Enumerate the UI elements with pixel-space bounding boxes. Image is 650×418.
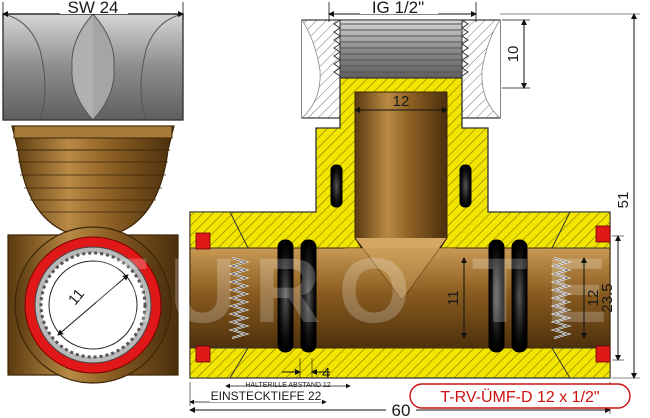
dim-11-mid-label: 11: [445, 290, 462, 306]
dimension-ig: IG 1/2": [328, 0, 477, 22]
dimension-11-mid: 11: [445, 257, 467, 339]
brass-collar: [11, 125, 175, 233]
dim-12-top-label: 12: [393, 93, 410, 110]
hex-nut: [2, 13, 184, 121]
dimension-12-right: 12: [581, 257, 602, 339]
einstecktiefe-label: EINSTECKTIEFE 22: [211, 389, 322, 403]
red-retaining-rings: [195, 225, 611, 363]
ig-label: IG 1/2": [372, 0, 424, 17]
halterille-label: HALTERILLE ABSTAND 12: [245, 382, 330, 389]
dimension-einstecktiefe: EINSTECKTIEFE 22: [189, 389, 327, 405]
dim-51-label: 51: [615, 192, 632, 209]
part-number-badge: T-RV-ÜMF-D 12 x 1/2": [409, 383, 631, 409]
body-section: [189, 77, 611, 379]
dim-12-right-label: 12: [585, 290, 602, 307]
dim-10-label: 10: [505, 46, 522, 63]
dimension-10: 10: [502, 19, 530, 89]
dim-60-label: 60: [392, 401, 411, 418]
clamp-springs: [228, 257, 572, 339]
outlet-end-view: [7, 226, 179, 384]
dimension-51: 51: [500, 13, 640, 379]
dimension-4: 4: [282, 358, 330, 382]
dim-23-5-label: 23.5: [599, 283, 616, 312]
sw-label: SW 24: [67, 0, 118, 17]
watermark: EURO TEK: [90, 240, 650, 342]
section-view: EURO TEK: [90, 19, 650, 379]
dim-4-label: 4: [322, 365, 330, 382]
dimension-12-top: 12: [354, 93, 448, 113]
dimension-23-5: 23.5: [599, 235, 624, 361]
part-number-label: T-RV-ÜMF-D 12 x 1/2": [440, 388, 599, 406]
dimension-sw24: SW 24: [2, 0, 184, 20]
o-rings: [277, 164, 528, 353]
dimension-60: 60: [189, 382, 611, 418]
side-view: [2, 13, 184, 384]
